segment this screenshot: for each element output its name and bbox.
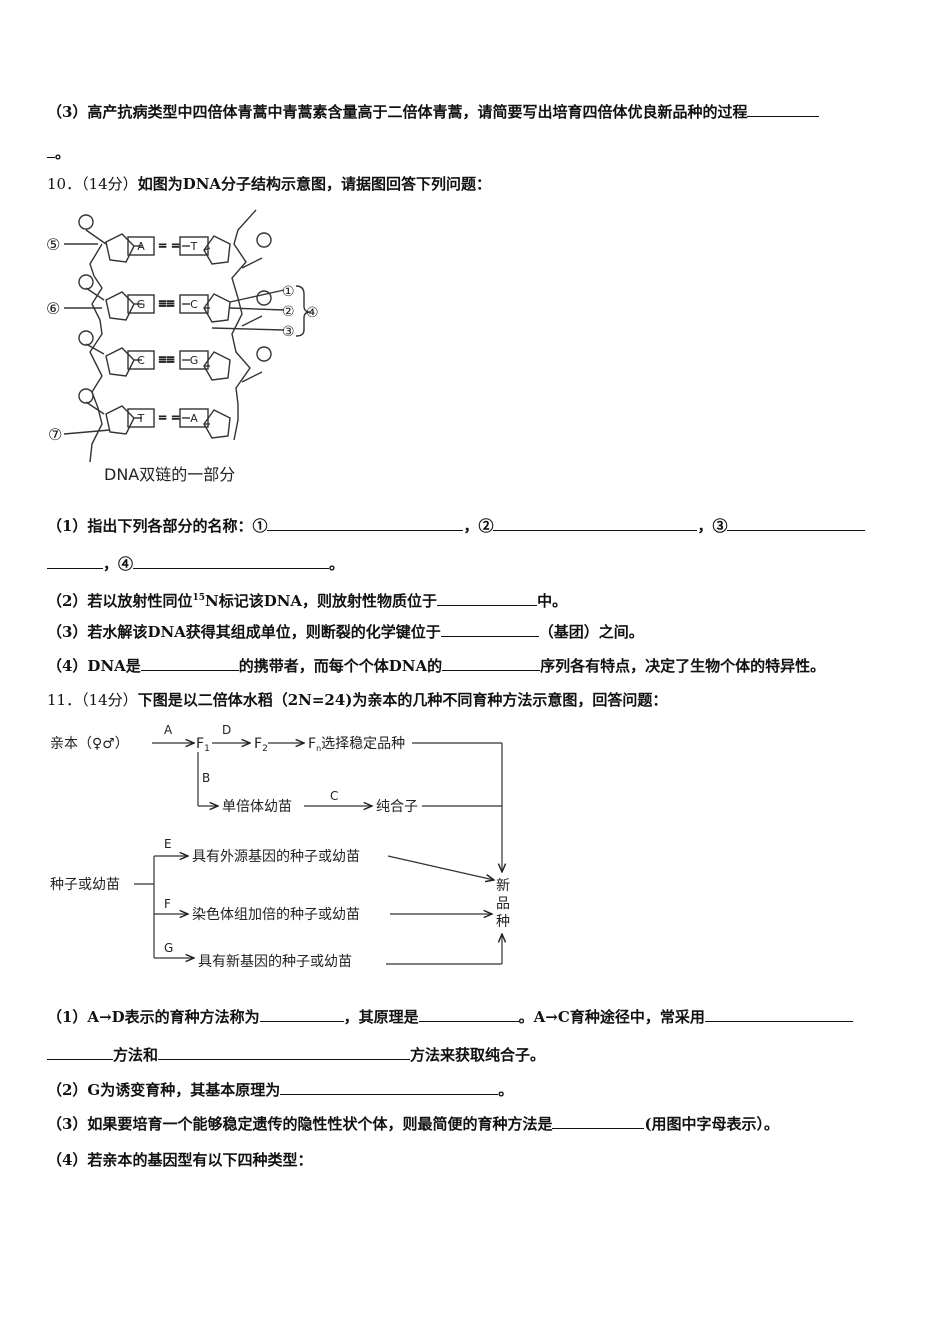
svg-text:= =: = = bbox=[158, 411, 180, 424]
svg-text:≡: ≡ bbox=[158, 297, 167, 310]
q9-part3-line2: 。 bbox=[47, 143, 910, 163]
q11-part4: （4）若亲本的基因型有以下四种类型： bbox=[47, 1151, 313, 1169]
haploid-label: 单倍体幼苗 bbox=[222, 799, 292, 815]
answer-blank[interactable] bbox=[158, 1045, 411, 1060]
question-number: 11． bbox=[47, 691, 82, 709]
svg-text:≡: ≡ bbox=[166, 353, 175, 366]
q10-part3: （3）若水解该DNA获得其组成单位，则断裂的化学键位于（基团）之间。 bbox=[47, 622, 644, 641]
parent-label: 亲本（♀♂） bbox=[50, 736, 129, 752]
base-label-left: C bbox=[137, 354, 145, 367]
arrow-label-d: D bbox=[222, 723, 231, 737]
figure-caption: DNA双链的一部分 bbox=[104, 465, 235, 484]
arrow-label-g: G bbox=[164, 941, 173, 955]
new-variety-label: 种 bbox=[496, 914, 510, 930]
base-label-right: A bbox=[190, 412, 198, 425]
answer-blank[interactable] bbox=[280, 1080, 499, 1095]
answer-blank[interactable] bbox=[727, 516, 866, 531]
answer-blank[interactable] bbox=[552, 1114, 645, 1129]
q11-part3: （3）如果要培育一个能够稳定遗传的隐性性状个体，则最简便的育种方法是(用图中字母… bbox=[47, 1114, 780, 1133]
base-label-left: T bbox=[137, 412, 145, 425]
q11-stem: 11．（14分）下图是以二倍体水稻（2N=24)为亲本的几种不同育种方法示意图，… bbox=[47, 691, 668, 709]
base-label-right: G bbox=[190, 354, 199, 367]
circle-label-2: ② bbox=[282, 304, 295, 320]
answer-blank[interactable] bbox=[747, 102, 820, 117]
arrow-label-f: F bbox=[164, 897, 171, 911]
arrow-label-c: C bbox=[330, 789, 338, 803]
question-number: 10． bbox=[47, 175, 82, 193]
answer-blank[interactable] bbox=[259, 1007, 344, 1022]
q10-part1-line2: ，④。 bbox=[47, 554, 910, 574]
q10-part1-line1: （1）指出下列各部分的名称：①，②，③ bbox=[47, 516, 910, 536]
answer-blank[interactable] bbox=[140, 656, 239, 671]
pure-line-label: 纯合子 bbox=[376, 799, 418, 815]
circle-label-3: ③ bbox=[282, 324, 295, 340]
arrow-label-e: E bbox=[164, 837, 172, 851]
branch-e-text: 具有外源基因的种子或幼苗 bbox=[192, 848, 360, 865]
q10-part4: （4）DNA是的携带者，而每个个体DNA的序列各有特点，决定了生物个体的特异性。 bbox=[47, 656, 826, 675]
svg-text:≡: ≡ bbox=[166, 297, 175, 310]
answer-blank[interactable] bbox=[437, 591, 538, 606]
f1-label: F1 bbox=[196, 736, 210, 754]
question-points: （14分） bbox=[81, 175, 138, 193]
answer-blank[interactable] bbox=[704, 1007, 853, 1022]
base-label-right: C bbox=[190, 298, 198, 311]
q10-stem: 10．（14分）如图为DNA分子结构示意图，请据图回答下列问题： bbox=[47, 175, 492, 193]
circle-label-5: ⑤ bbox=[46, 235, 60, 254]
branch-f-text: 染色体组加倍的种子或幼苗 bbox=[192, 906, 360, 923]
f2-label: F2 bbox=[254, 736, 268, 754]
answer-blank[interactable] bbox=[442, 656, 541, 671]
answer-blank[interactable] bbox=[133, 554, 330, 569]
circle-label-7: ⑦ bbox=[48, 425, 62, 444]
svg-text:= =: = = bbox=[158, 239, 180, 252]
q11-part1-line1: （1）A→D表示的育种方法称为，其原理是。A→C育种途径中，常采用 bbox=[47, 1007, 910, 1027]
fn-label: Fn选择稳定品种 bbox=[308, 736, 405, 753]
answer-blank[interactable] bbox=[47, 143, 55, 158]
branch-g-text: 具有新基因的种子或幼苗 bbox=[198, 953, 352, 970]
question-points: （14分） bbox=[81, 691, 138, 709]
answer-blank[interactable] bbox=[418, 1007, 519, 1022]
base-label-left: G bbox=[137, 298, 146, 311]
q11-part1-line2: 方法和方法来获取纯合子。 bbox=[47, 1045, 910, 1065]
answer-blank[interactable] bbox=[47, 1045, 113, 1060]
answer-blank[interactable] bbox=[440, 622, 539, 637]
arrow-label-a: A bbox=[164, 723, 173, 737]
svg-text:≡: ≡ bbox=[158, 353, 167, 366]
new-variety-label: 品 bbox=[496, 896, 510, 912]
circle-label-1: ① bbox=[282, 284, 295, 300]
circle-label-6: ⑥ bbox=[46, 299, 60, 318]
q9-part3-line1: （3）高产抗病类型中四倍体青蒿中青蒿素含量高于二倍体青蒿，请简要写出培育四倍体优… bbox=[47, 102, 910, 122]
answer-blank[interactable] bbox=[47, 554, 103, 569]
circle-label-4: ④ bbox=[306, 305, 319, 321]
arrow-label-b: B bbox=[202, 771, 210, 785]
q10-part2: （2）若以放射性同位15N标记该DNA，则放射性物质位于中。 bbox=[47, 591, 568, 610]
breeding-methods-diagram: 亲本（♀♂） A D F1 F2 Fn选择稳定品种 B 单倍体幼苗 C 纯合子 … bbox=[50, 723, 510, 970]
dna-structure-diagram: A T G C C G T A = =≡≡≡≡= = ⑤ ⑥ ⑦ ① ② ③ ④… bbox=[46, 209, 319, 484]
new-variety-label: 新 bbox=[496, 878, 510, 894]
base-label-left: A bbox=[137, 240, 145, 253]
q11-part2: （2）G为诱变育种，其基本原理为。 bbox=[47, 1080, 514, 1099]
answer-blank[interactable] bbox=[267, 516, 464, 531]
answer-blank[interactable] bbox=[493, 516, 698, 531]
seed-label: 种子或幼苗 bbox=[50, 877, 120, 893]
base-label-right: T bbox=[190, 240, 198, 253]
